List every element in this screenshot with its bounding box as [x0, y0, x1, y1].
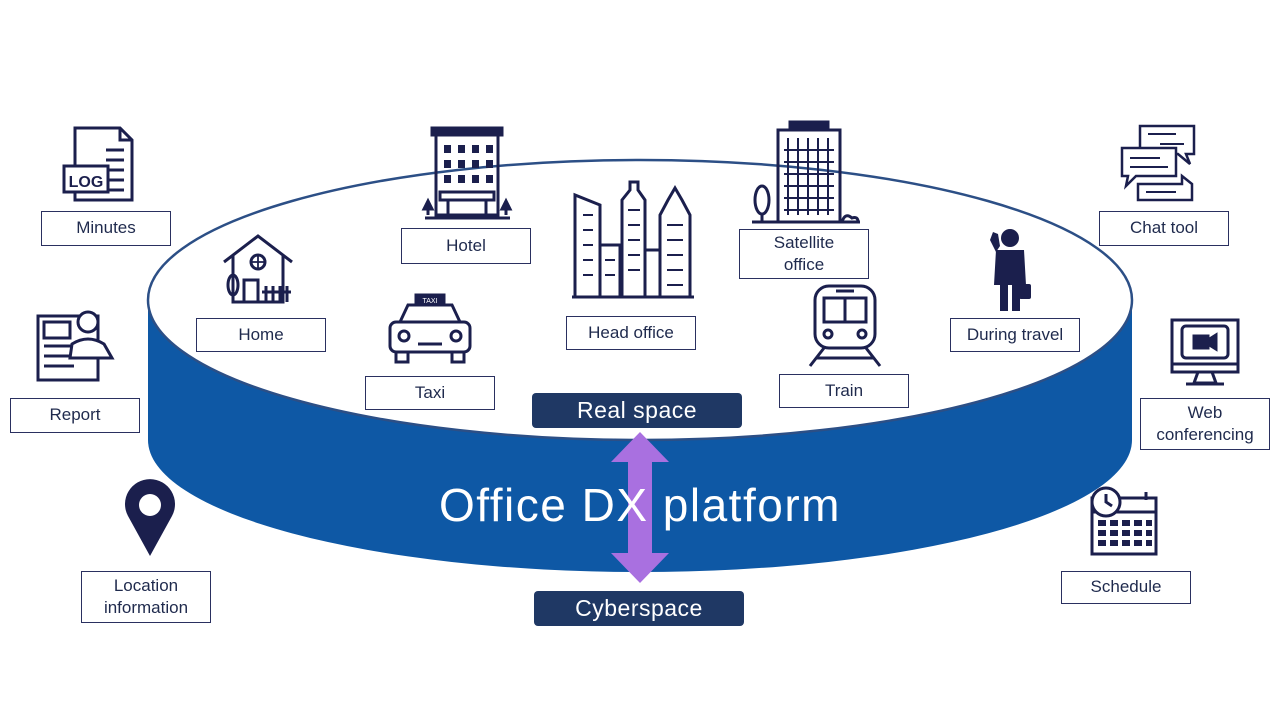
- cyberspace-tag: Cyberspace: [534, 591, 744, 626]
- report-icon: [36, 310, 115, 382]
- minutes-label: Minutes: [41, 211, 171, 246]
- schedule-label: Schedule: [1061, 571, 1191, 604]
- during-travel-label: During travel: [950, 318, 1080, 352]
- calendar-clock-icon: [1090, 486, 1158, 556]
- location-pin-icon: [125, 479, 176, 556]
- city-skyline-icon: [572, 180, 694, 299]
- hotel-label: Hotel: [401, 228, 531, 264]
- chat-bubbles-icon: [1120, 124, 1196, 202]
- satellite-office-label: Satellite office: [739, 229, 869, 279]
- platform-title: Office DX platform: [439, 479, 841, 531]
- businessman-icon: [990, 229, 1031, 311]
- report-label: Report: [10, 398, 140, 433]
- house-icon: [223, 234, 293, 304]
- head-office-label: Head office: [566, 316, 696, 350]
- web-conferencing-icon: [1170, 318, 1240, 386]
- real-space-tag: Real space: [532, 393, 742, 428]
- home-label: Home: [196, 318, 326, 352]
- log-document-icon: [62, 126, 134, 202]
- taxi-label: Taxi: [365, 376, 495, 410]
- location-information-label: Location information: [81, 571, 211, 623]
- web-conferencing-label: Web conferencing: [1140, 398, 1270, 450]
- log-icon-text: LOG: [69, 174, 104, 191]
- train-label: Train: [779, 374, 909, 408]
- taxi-sign-text: TAXI: [422, 298, 437, 305]
- hotel-icon: [421, 126, 513, 220]
- chat-tool-label: Chat tool: [1099, 211, 1229, 246]
- bidirectional-arrow: [611, 432, 669, 583]
- train-icon: [808, 284, 882, 367]
- office-building-icon: [752, 120, 860, 224]
- taxi-icon: [388, 293, 472, 364]
